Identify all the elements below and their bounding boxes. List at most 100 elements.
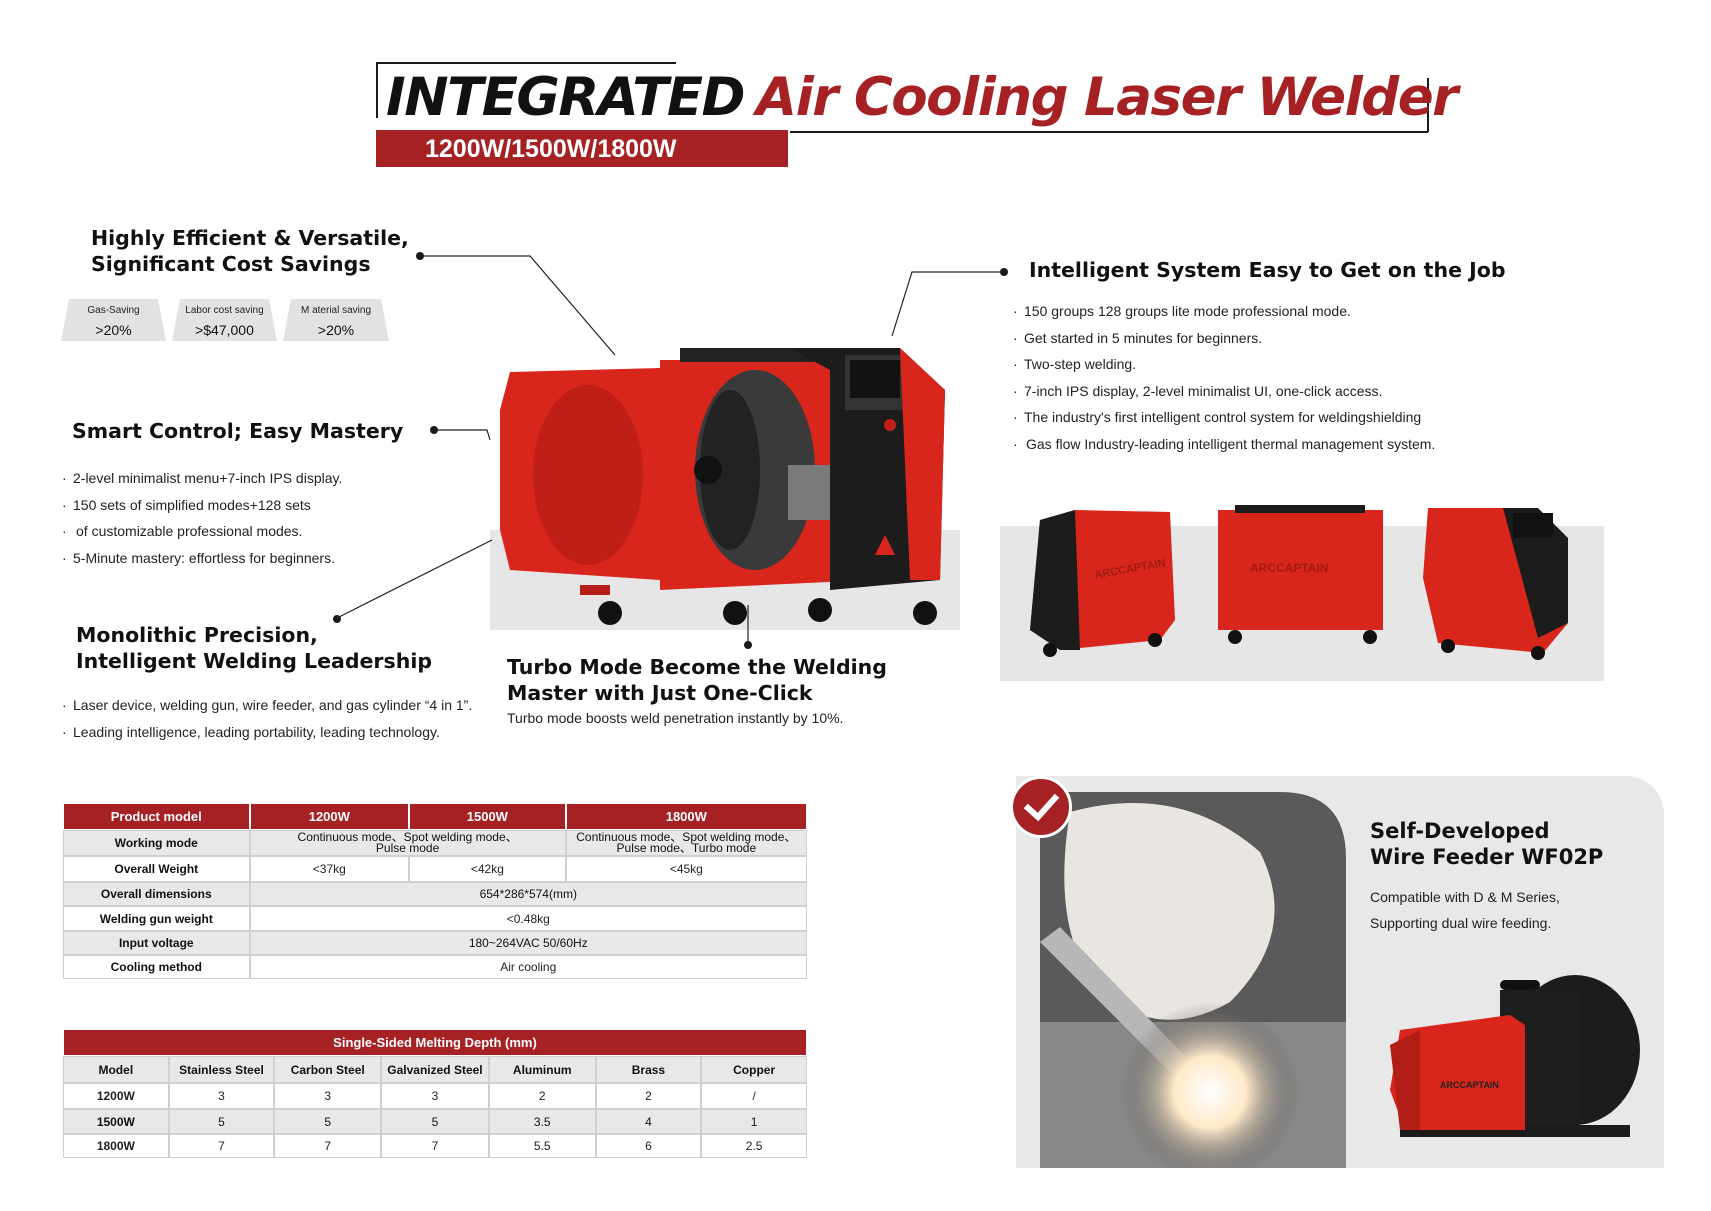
depth-cell: 7 xyxy=(167,1133,276,1159)
machine-illustration xyxy=(490,348,960,630)
callout-dot-monolithic xyxy=(333,615,341,623)
depth-cell: 4 xyxy=(594,1108,703,1135)
header-frame-right xyxy=(1427,78,1429,132)
header-frame-top xyxy=(376,62,676,64)
depth-col-header: Brass xyxy=(594,1055,703,1084)
depth-cell: 5 xyxy=(380,1108,490,1135)
monolithic-bullets: Laser device, welding gun, wire feeder, … xyxy=(62,692,522,745)
spec-value: <37kg xyxy=(248,855,411,883)
intelligent-bullet-continued: Gas flow Industry-leading intelligent th… xyxy=(1013,431,1633,458)
intelligent-bullet: Get started in 5 minutes for beginners. xyxy=(1013,325,1633,352)
spec-header: 1500W xyxy=(408,802,567,831)
spec-row-working-mode: Working mode Continuous mode、Spot weldin… xyxy=(62,829,809,857)
depth-cell: 2 xyxy=(594,1082,703,1110)
depth-cell: 2 xyxy=(487,1082,597,1110)
mode-line: Continuous mode、Spot welding mode、 xyxy=(576,830,797,844)
spec-row-gun-weight: Welding gun weight <0.48kg xyxy=(62,905,809,932)
spec-row-cooling: Cooling method Air cooling xyxy=(62,954,809,980)
efficient-title-1: Highly Efficient & Versatile, xyxy=(91,226,409,250)
header-frame-bottom xyxy=(790,131,1428,133)
badge-value: >$47,000 xyxy=(195,322,254,338)
spec-label: Welding gun weight xyxy=(62,905,251,932)
efficient-title-2: Significant Cost Savings xyxy=(91,252,371,276)
title-black: INTEGRATED xyxy=(386,67,746,128)
depth-col-header: Stainless Steel xyxy=(167,1055,276,1084)
badge-value: >20% xyxy=(317,322,355,338)
spec-value: 654*286*574(mm) xyxy=(248,881,809,907)
badge-gas-saving: Gas-Saving >20% xyxy=(61,299,166,341)
intelligent-bullet: 7-inch IPS display, 2-level minimalist U… xyxy=(1013,378,1633,405)
turbo-section: Turbo Mode Become the Welding Master wit… xyxy=(507,654,927,728)
turbo-text: Turbo mode boosts weld penetration insta… xyxy=(507,710,844,726)
depth-header-row: Model Stainless Steel Carbon Steel Galva… xyxy=(62,1055,808,1084)
mode-line: Pulse mode xyxy=(375,841,440,855)
spec-value: <0.48kg xyxy=(248,905,809,932)
spec-label: Overall dimensions xyxy=(62,881,251,907)
spec-row-voltage: Input voltage 180~264VAC 50/60Hz xyxy=(62,930,809,956)
spec-value: 180~264VAC 50/60Hz xyxy=(248,930,809,956)
depth-model: 1800W xyxy=(62,1133,170,1159)
product-view-right xyxy=(1423,508,1568,660)
mode-line: Continuous mode、Spot welding mode、 xyxy=(297,830,518,844)
power-badge-text: 1200W/1500W/1800W xyxy=(425,135,677,163)
depth-cell: 5 xyxy=(273,1108,383,1135)
badge-label: Labor cost saving xyxy=(185,305,264,316)
spec-header: 1200W xyxy=(248,802,411,831)
intelligent-title: Intelligent System Easy to Get on the Jo… xyxy=(1029,258,1506,282)
smart-bullet: 150 sets of simplified modes+128 sets xyxy=(62,492,462,519)
badge-label: M aterial saving xyxy=(300,305,372,316)
depth-cell: 3 xyxy=(273,1082,383,1110)
callout-lines xyxy=(336,255,1004,645)
depth-cell: 3 xyxy=(380,1082,490,1110)
title-red: Air Cooling Laser Welder xyxy=(756,67,1458,128)
depth-cell: 3 xyxy=(167,1082,276,1110)
spec-label: Cooling method xyxy=(62,954,251,980)
depth-row: 1500W 5 5 5 3.5 4 1 xyxy=(62,1108,808,1135)
depth-cell: 7 xyxy=(380,1133,490,1159)
product-view-left: ARCCAPTAIN xyxy=(1030,510,1175,657)
depth-cell: / xyxy=(700,1082,808,1110)
depth-title: Single-Sided Melting Depth (mm) xyxy=(62,1028,808,1057)
wire-feeder-text: Self-Developed Wire Feeder WF02P Compati… xyxy=(1370,818,1650,936)
spec-value: Continuous mode、Spot welding mode、 Pulse… xyxy=(564,829,809,857)
depth-cell: 6 xyxy=(594,1133,703,1159)
spec-row-dimensions: Overall dimensions 654*286*574(mm) xyxy=(62,881,809,907)
smart-bullets: 2-level minimalist menu+7-inch IPS displ… xyxy=(62,465,462,571)
smart-bullet: of customizable professional modes. xyxy=(62,518,462,545)
monolithic-bullet: Leading intelligence, leading portabilit… xyxy=(62,719,522,746)
depth-col-header: Copper xyxy=(700,1055,808,1084)
spec-value: Continuous mode、Spot welding mode、 Pulse… xyxy=(248,829,567,857)
spec-label: Working mode xyxy=(62,829,251,857)
badge-shape xyxy=(283,299,389,341)
badge-material-saving: M aterial saving >20% xyxy=(283,299,389,341)
spec-value: <45kg xyxy=(564,855,809,883)
check-icon xyxy=(1023,793,1060,822)
efficient-section: Highly Efficient & Versatile, Significan… xyxy=(91,225,421,277)
smart-title: Smart Control; Easy Mastery xyxy=(72,419,404,443)
depth-model: 1500W xyxy=(62,1108,170,1135)
monolithic-title-1: Monolithic Precision, xyxy=(76,623,318,647)
spec-header: Product model xyxy=(62,802,251,831)
wire-feeder-illustration: ARCCAPTAIN xyxy=(1390,975,1640,1137)
depth-col-header: Aluminum xyxy=(487,1055,597,1084)
intelligent-bullets: 150 groups 128 groups lite mode professi… xyxy=(1013,298,1633,457)
wire-feeder-text-2: Supporting dual wire feeding. xyxy=(1370,915,1552,931)
monolithic-section: Monolithic Precision, Intelligent Weldin… xyxy=(76,622,496,674)
intelligent-bullet: 150 groups 128 groups lite mode professi… xyxy=(1013,298,1633,325)
depth-cell: 1 xyxy=(700,1108,808,1135)
spec-value: Air cooling xyxy=(248,954,809,980)
callout-dot-turbo xyxy=(744,641,752,649)
depth-col-header: Carbon Steel xyxy=(273,1055,383,1084)
spec-label: Input voltage xyxy=(62,930,251,956)
brand-logo-text: ARCCAPTAIN xyxy=(1250,561,1328,575)
header-frame-left xyxy=(376,62,378,118)
depth-col-header: Galvanized Steel xyxy=(380,1055,490,1084)
turbo-title-2: Master with Just One-Click xyxy=(507,681,813,705)
depth-model: 1200W xyxy=(62,1082,170,1110)
depth-cell: 3.5 xyxy=(487,1108,597,1135)
depth-row: 1200W 3 3 3 2 2 / xyxy=(62,1082,808,1110)
depth-cell: 5.5 xyxy=(487,1133,597,1159)
badge-value: >20% xyxy=(95,322,132,338)
wire-feeder-title-1: Self-Developed xyxy=(1370,819,1550,843)
